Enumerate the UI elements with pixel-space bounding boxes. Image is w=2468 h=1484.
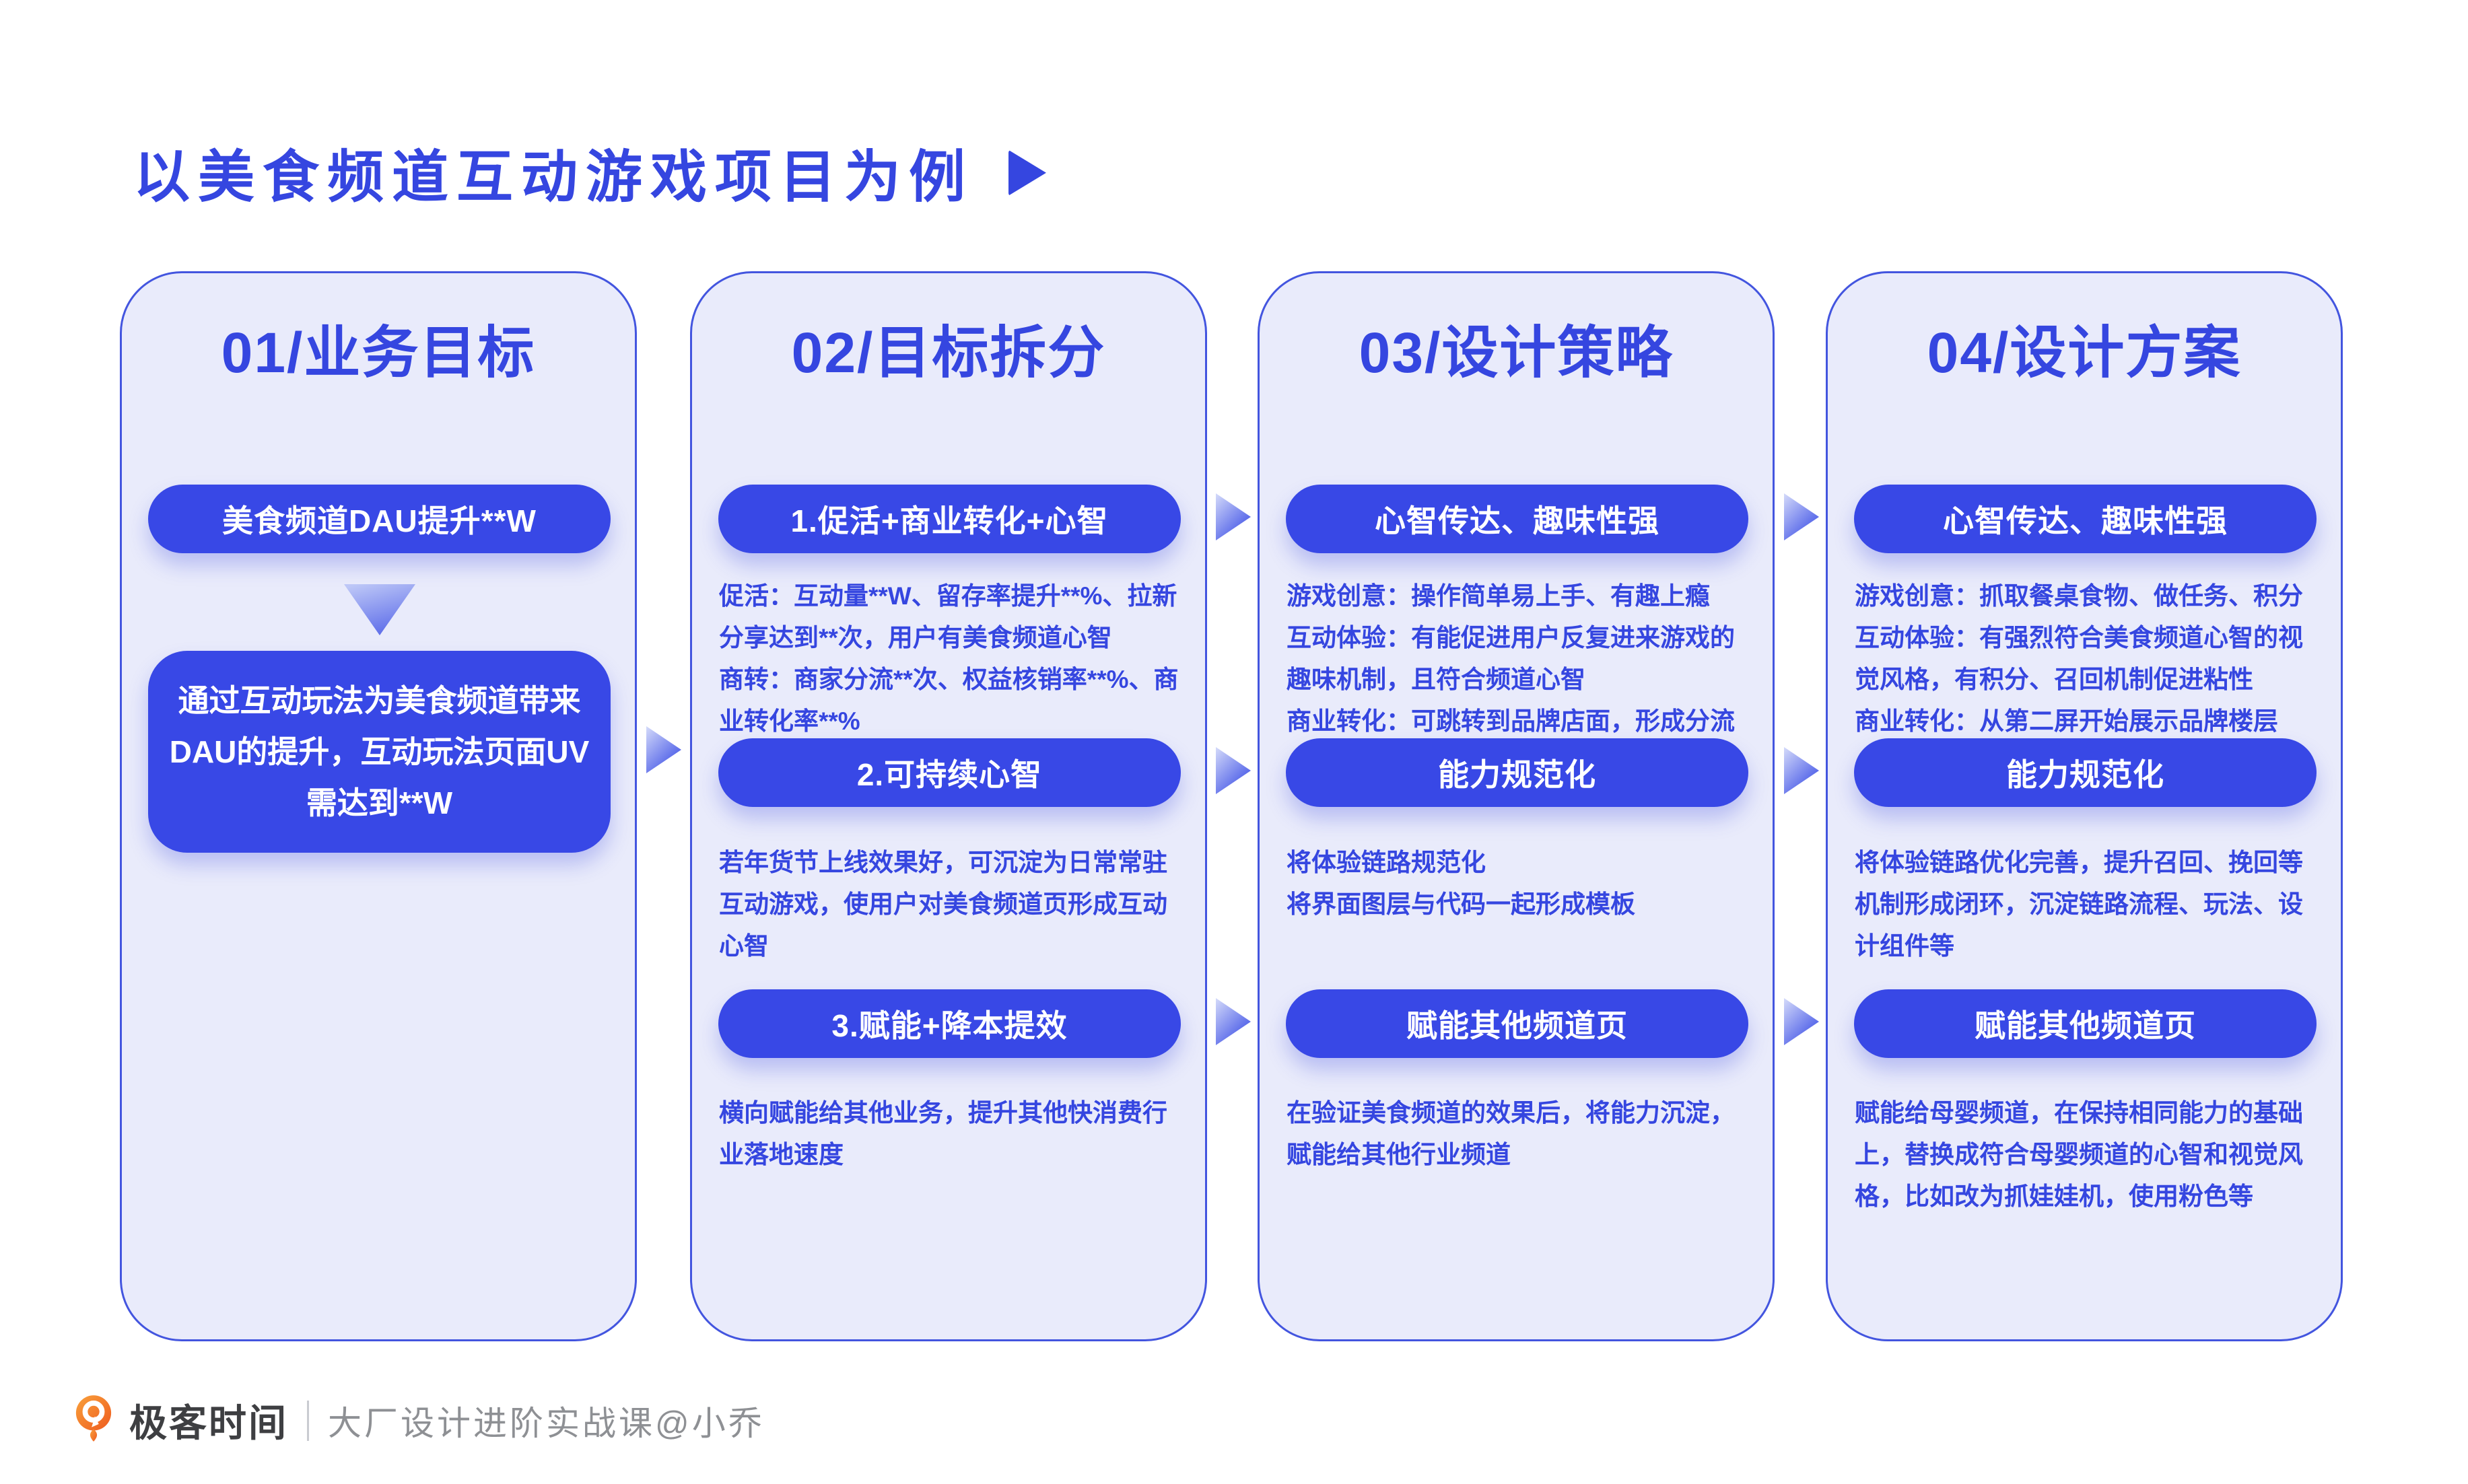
arrow-right-icon xyxy=(1216,493,1251,540)
play-icon xyxy=(1008,149,1047,196)
arrow-down-icon xyxy=(344,584,415,635)
pill-desc: 将体验链路优化完善，提升召回、挽回等机制形成闭环，沉淀链路流程、玩法、设计组件等 xyxy=(1855,849,2303,960)
pill-desc: 将体验链路规范化 将界面图层与代码一起形成模板 xyxy=(1287,849,1635,918)
pill-label: 能力规范化 xyxy=(1286,738,1748,807)
brand-name: 极客时间 xyxy=(129,1402,288,1444)
footer: 极客时间 大厂设计进阶实战课@小乔 xyxy=(74,1393,765,1448)
card-header: 04/设计方案 xyxy=(1927,321,2242,384)
card-header: 03/设计策略 xyxy=(1359,321,1674,384)
pill-label: 1.促活+商业转化+心智 xyxy=(718,485,1181,553)
goal-pill: 美食频道DAU提升**W xyxy=(148,485,611,553)
arrow-right-icon xyxy=(1216,747,1251,794)
goal-detail-box: 通过互动玩法为美食频道带来 DAU的提升，互动玩法页面UV 需达到**W xyxy=(148,651,611,853)
footer-divider xyxy=(307,1400,309,1441)
card-goal-breakdown: 02/目标拆分 1.促活+商业转化+心智 促活：互动量**W、留存率提升**%、… xyxy=(690,271,1207,1341)
pill-desc: 游戏创意：操作简单易上手、有趣上瘾 互动体验：有能促进用户反复进来游戏的趣味机制… xyxy=(1287,582,1735,735)
course-name: 大厂设计进阶实战课@小乔 xyxy=(328,1404,765,1442)
pill-label: 心智传达、趣味性强 xyxy=(1286,485,1748,553)
pill-label: 赋能其他频道页 xyxy=(1286,989,1748,1058)
pill-label: 能力规范化 xyxy=(1854,738,2317,807)
pill-desc: 促活：互动量**W、留存率提升**%、拉新分享达到**次，用户有美食频道心智 商… xyxy=(719,582,1179,735)
pill-desc: 赋能给母婴频道，在保持相同能力的基础上，替换成符合母婴频道的心智和视觉风格，比如… xyxy=(1855,1099,2303,1210)
arrow-right-icon xyxy=(1784,747,1819,794)
arrow-right-icon xyxy=(646,726,681,773)
arrow-right-icon xyxy=(1784,493,1819,540)
arrow-right-icon xyxy=(1216,998,1251,1045)
card-header: 01/业务目标 xyxy=(221,321,536,384)
arrow-right-icon xyxy=(1784,998,1819,1045)
card-design-solution: 04/设计方案 心智传达、趣味性强 游戏创意：抓取餐桌食物、做任务、积分 互动体… xyxy=(1826,271,2343,1341)
pill-label: 3.赋能+降本提效 xyxy=(718,989,1181,1058)
geektime-logo-icon xyxy=(75,1394,112,1442)
card-design-strategy: 03/设计策略 心智传达、趣味性强 游戏创意：操作简单易上手、有趣上瘾 互动体验… xyxy=(1258,271,1775,1341)
pill-desc: 游戏创意：抓取餐桌食物、做任务、积分 互动体验：有强烈符合美食频道心智的视觉风格… xyxy=(1855,582,2303,735)
pill-desc: 在验证美食频道的效果后，将能力沉淀，赋能给其他行业频道 xyxy=(1287,1099,1735,1168)
pill-label: 赋能其他频道页 xyxy=(1854,989,2317,1058)
card-header: 02/目标拆分 xyxy=(791,321,1106,384)
pill-label: 2.可持续心智 xyxy=(718,738,1181,807)
page-title: 以美食频道互动游戏项目为例 xyxy=(133,145,974,209)
card-business-goal: 01/业务目标 美食频道DAU提升**W 通过互动玩法为美食频道带来 DAU的提… xyxy=(120,271,637,1341)
page-title-row: 以美食频道互动游戏项目为例 xyxy=(133,94,1047,252)
pill-label: 心智传达、趣味性强 xyxy=(1854,485,2317,553)
pill-desc: 若年货节上线效果好，可沉淀为日常常驻互动游戏，使用户对美食频道页形成互动心智 xyxy=(719,849,1167,960)
pill-desc: 横向赋能给其他业务，提升其他快消费行业落地速度 xyxy=(719,1099,1167,1168)
